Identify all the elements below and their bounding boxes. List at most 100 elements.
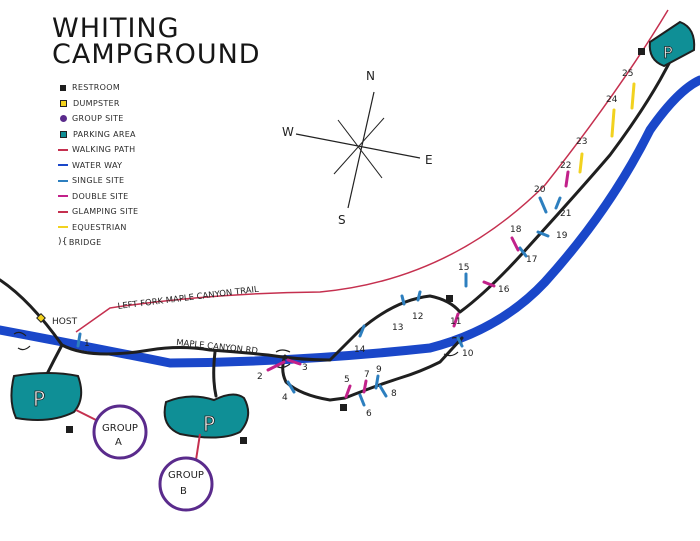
campsite-15[interactable]: 15: [458, 263, 469, 288]
legend-glamping-site-label: GLAMPING SITE: [72, 207, 139, 217]
compass-north: N: [366, 69, 375, 83]
site-9-label: 9: [376, 365, 382, 375]
site-12-label: 12: [412, 312, 423, 322]
legend-bridge: ){ BRIDGE: [58, 235, 138, 251]
parking-2-spur-road: [212, 350, 218, 398]
legend-double-site: DOUBLE SITE: [58, 189, 138, 205]
legend-double-site-label: DOUBLE SITE: [72, 191, 129, 201]
parking-area-icon: [60, 130, 67, 138]
compass-east: E: [425, 153, 433, 167]
campsite-25[interactable]: 25: [622, 69, 636, 110]
campsite-22[interactable]: 22: [560, 161, 571, 188]
campsites: 1 2 3 4 5 6 7: [76, 69, 636, 419]
waterway: [0, 75, 700, 368]
campsite-18[interactable]: 18: [510, 225, 522, 252]
site-3-label: 3: [302, 363, 308, 373]
campsite-2[interactable]: 2: [257, 360, 286, 382]
group-b-line2: B: [180, 486, 187, 497]
glamping-site-icon: [58, 210, 68, 213]
campsite-24[interactable]: 24: [606, 95, 618, 138]
site-22-label: 22: [560, 161, 571, 171]
legend-group-site-label: GROUP SITE: [72, 114, 124, 124]
legend-single-site-label: SINGLE SITE: [72, 176, 125, 186]
group-a-line2: A: [115, 437, 122, 448]
campsite-21[interactable]: 21: [554, 196, 571, 219]
site-11-label: 11: [450, 317, 461, 327]
site-21-label: 21: [560, 209, 571, 219]
campsite-4[interactable]: 4: [282, 380, 296, 403]
parking-area-1[interactable]: P: [10, 372, 83, 421]
site-23-label: 23: [576, 137, 587, 147]
campsite-16[interactable]: 16: [482, 280, 510, 295]
site-16-label: 16: [498, 285, 510, 295]
parking-area-2[interactable]: P: [163, 393, 250, 439]
campsite-12[interactable]: 12: [412, 290, 423, 322]
site-13-label: 13: [392, 323, 403, 333]
legend-glamping-site: GLAMPING SITE: [58, 204, 138, 220]
site-20-label: 20: [534, 185, 546, 195]
campsite-1[interactable]: 1: [76, 332, 90, 349]
water-way-icon: [58, 164, 68, 167]
campsite-14[interactable]: 14: [354, 324, 366, 355]
group-site-icon: [60, 115, 67, 123]
bridge-icon: ){: [58, 237, 68, 248]
campsite-5[interactable]: 5: [344, 375, 352, 399]
host-dumpster-icon: [36, 313, 46, 323]
double-site-icon: [58, 195, 68, 198]
legend-water-way-label: WATER WAY: [72, 160, 123, 170]
site-5-label: 5: [344, 375, 350, 385]
campsite-20[interactable]: 20: [534, 185, 548, 214]
legend-bridge-label: BRIDGE: [68, 238, 102, 248]
group-a-line1: GROUP: [102, 423, 138, 434]
walking-path-icon: [58, 149, 68, 151]
campsite-23[interactable]: 23: [576, 137, 587, 174]
site-19-label: 19: [556, 231, 568, 241]
restroom-icon: [60, 84, 66, 91]
compass-south: S: [338, 213, 346, 227]
compass-west: W: [282, 125, 294, 139]
site-6-label: 6: [366, 409, 372, 419]
parking-spur-road: [44, 343, 64, 378]
campsite-19[interactable]: 19: [536, 230, 568, 241]
equestrian-icon: [58, 226, 68, 229]
legend-restroom-label: RESTROOM: [72, 83, 121, 93]
group-site-a[interactable]: GROUP A: [75, 404, 148, 460]
bridge-1: [13, 331, 31, 351]
campsite-9[interactable]: 9: [374, 365, 382, 390]
legend-walking-path: WALKING PATH: [58, 142, 138, 158]
walking-path: [75, 9, 669, 333]
campsite-6[interactable]: 6: [358, 393, 372, 419]
dumpster-icon: [60, 99, 67, 107]
map-title: WHITING CAMPGROUND: [52, 13, 261, 68]
campsite-13[interactable]: 13: [392, 294, 406, 333]
restroom-5-icon: [638, 48, 645, 55]
campsite-8[interactable]: 8: [378, 384, 397, 399]
site-8-label: 8: [391, 389, 397, 399]
site-7-label: 7: [364, 370, 370, 380]
legend-walking-path-label: WALKING PATH: [72, 145, 136, 155]
legend-parking-area: PARKING AREA: [58, 127, 138, 143]
site-17-label: 17: [526, 255, 537, 265]
campsite-3[interactable]: 3: [286, 358, 308, 373]
restroom-3-icon: [340, 404, 347, 411]
group-b-line1: GROUP: [168, 470, 204, 481]
group-site-b[interactable]: GROUP B: [158, 433, 214, 512]
legend-equestrian: EQUESTRIAN: [58, 220, 138, 236]
parking-area-3[interactable]: P: [648, 20, 696, 68]
parking-3-label: P: [663, 43, 673, 62]
restroom-2-icon: [240, 437, 247, 444]
campsite-17[interactable]: 17: [518, 246, 537, 265]
parking-1-label: P: [33, 387, 45, 411]
site-24-label: 24: [606, 95, 618, 105]
title-line-1: WHITING: [52, 13, 180, 44]
campsite-10[interactable]: 10: [456, 336, 474, 359]
legend-dumpster: DUMPSTER: [58, 96, 138, 112]
restroom-4-icon: [446, 295, 453, 302]
legend-restroom: RESTROOM: [58, 80, 138, 96]
campsite-7[interactable]: 7: [362, 370, 370, 394]
campsite-11[interactable]: 11: [450, 312, 461, 328]
road-label: MAPLE CANYON RD: [176, 338, 259, 357]
site-10-label: 10: [462, 349, 474, 359]
restroom-1-icon: [66, 426, 73, 433]
